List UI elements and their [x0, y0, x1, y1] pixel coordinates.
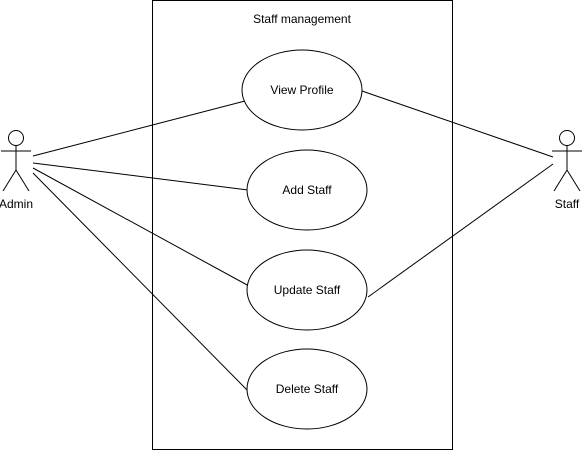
association-admin-add-staff — [32, 162, 249, 191]
association-staff-update-staff — [367, 163, 554, 298]
association-admin-view-profile — [32, 100, 246, 157]
association-admin-update-staff — [32, 167, 250, 287]
actor-admin: Admin — [0, 130, 33, 211]
actor-label: Admin — [0, 197, 33, 211]
actor-label: Staff — [555, 197, 580, 211]
stick-figure-icon — [1, 130, 31, 192]
use-case-label: View Profile — [270, 83, 333, 97]
use-case-ellipse — [246, 249, 368, 331]
use-case-view-profile: View Profile — [241, 49, 363, 131]
use-case-ellipse — [246, 348, 368, 430]
association-staff-view-profile — [361, 90, 554, 158]
use-case-add-staff: Add Staff — [246, 149, 368, 231]
actor-staff: Staff — [552, 130, 582, 211]
use-case-update-staff: Update Staff — [246, 249, 368, 331]
use-case-label: Add Staff — [282, 183, 332, 197]
use-case-ellipse — [246, 149, 368, 231]
use-case-label: Update Staff — [274, 283, 341, 297]
system-title: Staff management — [253, 12, 352, 26]
association-admin-delete-staff — [32, 172, 250, 393]
use-case-delete-staff: Delete Staff — [246, 348, 368, 430]
use-case-ellipse — [241, 49, 363, 131]
stick-figure-icon — [552, 130, 582, 192]
use-case-label: Delete Staff — [276, 382, 339, 396]
